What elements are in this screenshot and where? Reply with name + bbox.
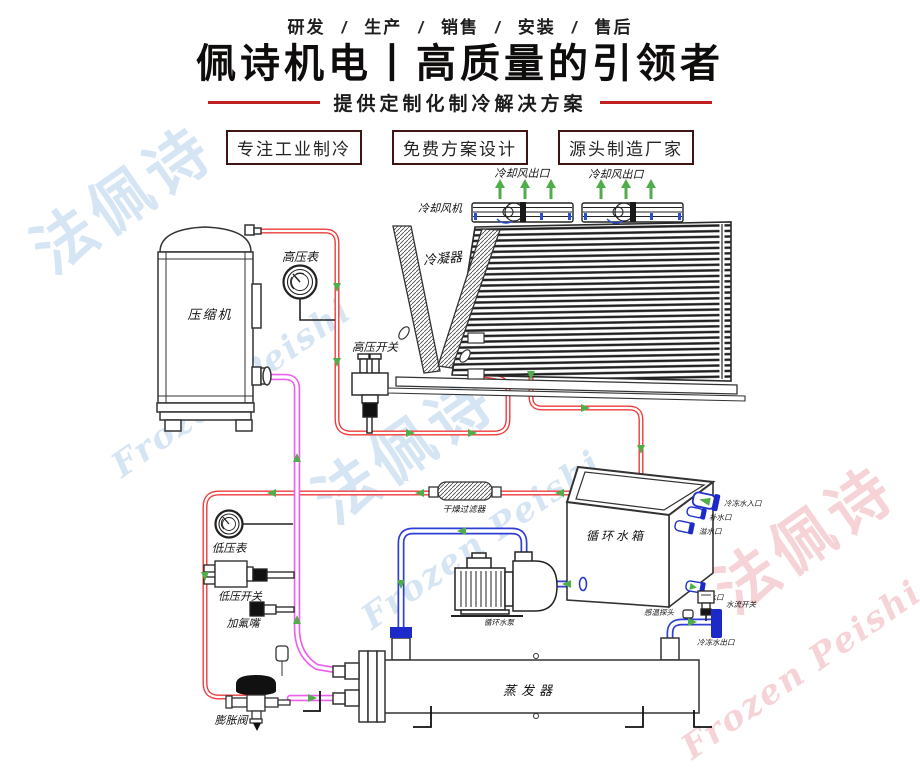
compressor-graphic: [156, 224, 272, 432]
evaporator-graphic: [303, 627, 712, 728]
subtitle-left-line: [208, 101, 321, 104]
suction-pipe: [264, 373, 339, 674]
subtitle-row: 提供定制化制冷解决方案: [0, 89, 920, 116]
chilled-water-outlet-terminal: [711, 609, 722, 638]
subtitle: 提供定制化制冷解决方案: [333, 94, 587, 115]
chilled-water-inlet-port: [691, 491, 721, 512]
nav-separator: /: [418, 18, 425, 37]
filter-drier-graphic: [428, 481, 502, 501]
flow-arrows: [201, 283, 697, 702]
expansion-valve-label: 膨胀阀: [215, 714, 250, 727]
cooling-fan-label: 冷却风机: [418, 202, 463, 215]
refill-port: [686, 506, 707, 520]
evaporator-outlet-pipe: [666, 618, 715, 655]
high-pressure-gauge-graphic: [282, 264, 335, 321]
overflow-port: [674, 520, 695, 535]
expansion-valve-graphic: [225, 645, 291, 731]
feature-box-factory: 源头制造厂家: [558, 130, 694, 165]
temp-probe-graphic: [682, 609, 694, 619]
charge-port-graphic: [249, 601, 295, 617]
filter-drier-label: 干燥过滤器: [443, 504, 487, 515]
water-flow-switch-graphic: [697, 590, 715, 621]
nav-separator: /: [341, 18, 349, 37]
water-flow-switch-label: 水流开关: [726, 600, 756, 609]
low-pressure-gauge-graphic: [214, 509, 293, 539]
nav-separator: /: [571, 18, 579, 37]
condenser-graphic: [387, 221, 746, 402]
low-pressure-switch-label: 低压开关: [218, 590, 263, 603]
nav-separator: /: [495, 18, 502, 37]
charge-port-label: 加氟嘴: [227, 617, 262, 630]
nav-item: 安装: [517, 18, 556, 37]
nav-item: 销售: [441, 18, 479, 37]
evaporator-label: 蒸发器: [503, 684, 557, 699]
chilled-water-outlet-label: 冷冻水出口: [697, 638, 735, 647]
page-title: 佩诗机电丨高质量的引领者: [196, 41, 724, 87]
water-tank-graphic: [565, 465, 716, 609]
water-tank-label: 循环水箱: [586, 529, 646, 543]
cooling-air-outlet-right-label: 冷却风出口: [589, 168, 645, 181]
refill-port-label: 补水口: [709, 513, 732, 522]
nav-item: 研发: [287, 18, 326, 37]
chilled-water-inlet-label: 冷冻水入口: [724, 499, 762, 508]
low-pressure-switch-graphic: [203, 560, 295, 588]
low-pressure-gauge-label: 低压表: [212, 541, 248, 555]
condenser-label: 冷凝器: [422, 250, 463, 269]
compressor-label: 压缩机: [187, 308, 232, 323]
fan-air-arrows: [495, 179, 656, 199]
top-nav: 研发 / 生产 / 销售 / 安装 / 售后: [0, 13, 920, 38]
water-pump-label: 循环水泵: [484, 618, 515, 627]
feature-box-industrial-cooling: 专注工业制冷: [226, 130, 362, 165]
header: 研发/生产/销售/安装/售后 佩诗机电丨高质量的引领者 提供定制化制冷解决方案 …: [0, 0, 920, 165]
water-pump-graphic: [451, 551, 558, 617]
overflow-port-label: 溢水口: [699, 527, 722, 536]
feature-boxes: 专注工业制冷 免费方案设计 源头制造厂家: [0, 130, 920, 165]
nav-item: 生产: [364, 18, 403, 37]
high-pressure-switch-graphic: [351, 353, 389, 434]
subtitle-right-line: [599, 101, 712, 104]
tank-left-port: [578, 576, 588, 592]
cooling-air-outlet-left-label: 冷却风出口: [495, 167, 551, 180]
high-pressure-switch-label: 高压开关: [352, 340, 398, 354]
fan-blue-marks: [474, 213, 681, 220]
nav-item: 售后: [594, 18, 633, 37]
high-pressure-gauge-label: 高压表: [282, 250, 320, 264]
temp-probe-label: 感温探头: [644, 608, 674, 617]
refrigeration-system-diagram: 压缩机 高压表 高压开关 冷凝器: [156, 167, 762, 731]
cooling-fan-units: [471, 202, 684, 224]
feature-box-free-design: 免费方案设计: [392, 130, 528, 165]
